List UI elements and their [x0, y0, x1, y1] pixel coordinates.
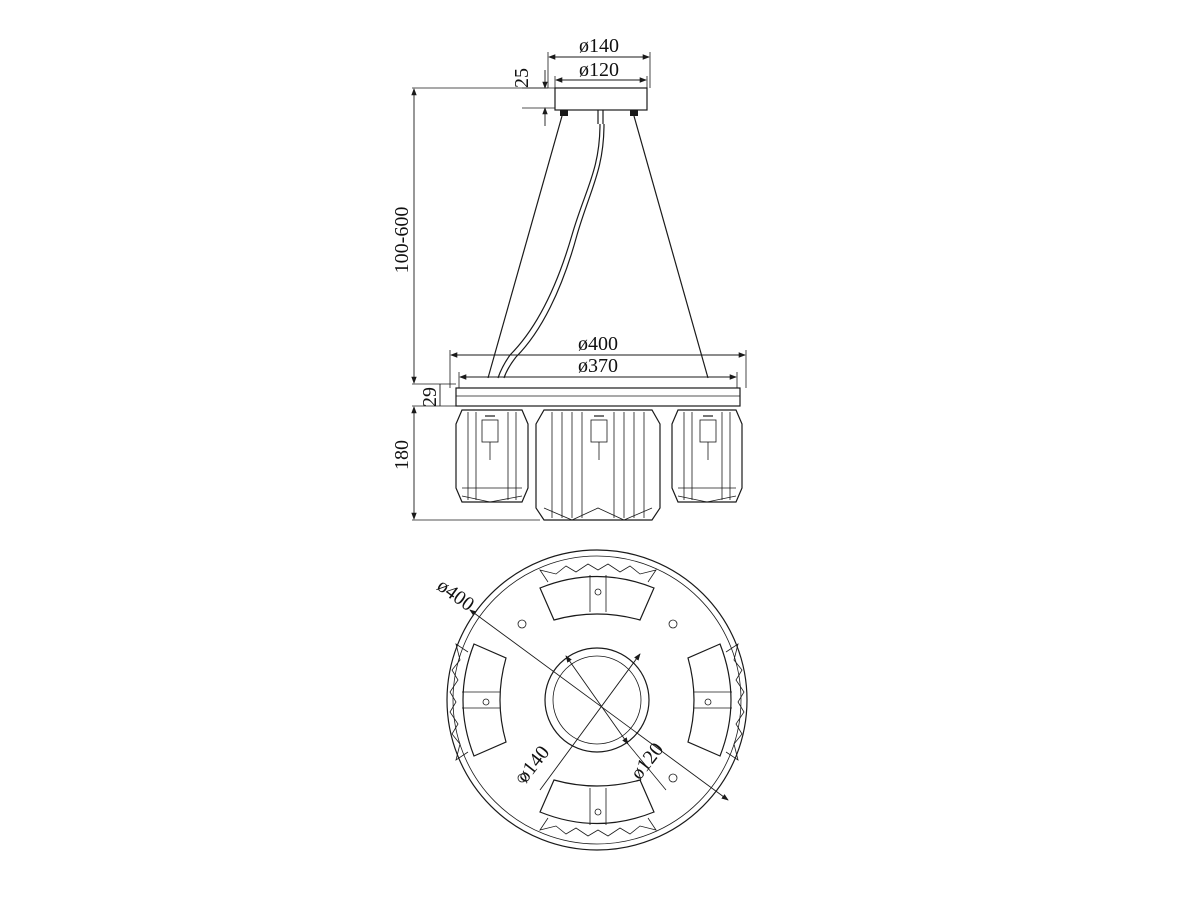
- canopy-outer-diameter-label: ø140: [579, 35, 619, 57]
- canopy-height-label: 25: [511, 68, 533, 88]
- suspension-length-label: 100-600: [391, 207, 413, 274]
- top-ring-diameter-label: ø400: [433, 574, 478, 615]
- shade-top: [539, 563, 657, 621]
- shade-height-label: 180: [391, 440, 413, 470]
- ring-dimensions: ø400 ø370: [449, 333, 747, 388]
- ring-outline: [446, 549, 748, 851]
- top-view: ø400 ø140 ø120: [433, 549, 748, 851]
- ring: [455, 387, 741, 407]
- canopy-dimensions: ø140 ø120 25: [511, 35, 651, 126]
- ring-inner-diameter-label: ø370: [578, 355, 618, 377]
- top-canopy-inner-diameter-label: ø120: [626, 739, 668, 784]
- center-crystal-shade: [535, 409, 661, 521]
- right-crystal-shade: [671, 409, 743, 503]
- left-crystal-shade: [455, 409, 529, 503]
- ring-outer-diameter-label: ø400: [578, 333, 618, 355]
- ring-height-label: 29: [419, 387, 441, 407]
- shade-bottom: [539, 779, 657, 837]
- side-view: ø140 ø120 25 ø400: [391, 35, 747, 521]
- shade-right: [687, 643, 745, 761]
- canopy-inner-diameter-label: ø120: [579, 59, 619, 81]
- vertical-dimensions: 100-600 29 180: [391, 87, 548, 521]
- top-view-dimensions: ø400 ø140 ø120: [433, 574, 729, 801]
- canopy: [554, 87, 648, 124]
- shade-left: [449, 643, 507, 761]
- suspension-cables: [487, 115, 709, 379]
